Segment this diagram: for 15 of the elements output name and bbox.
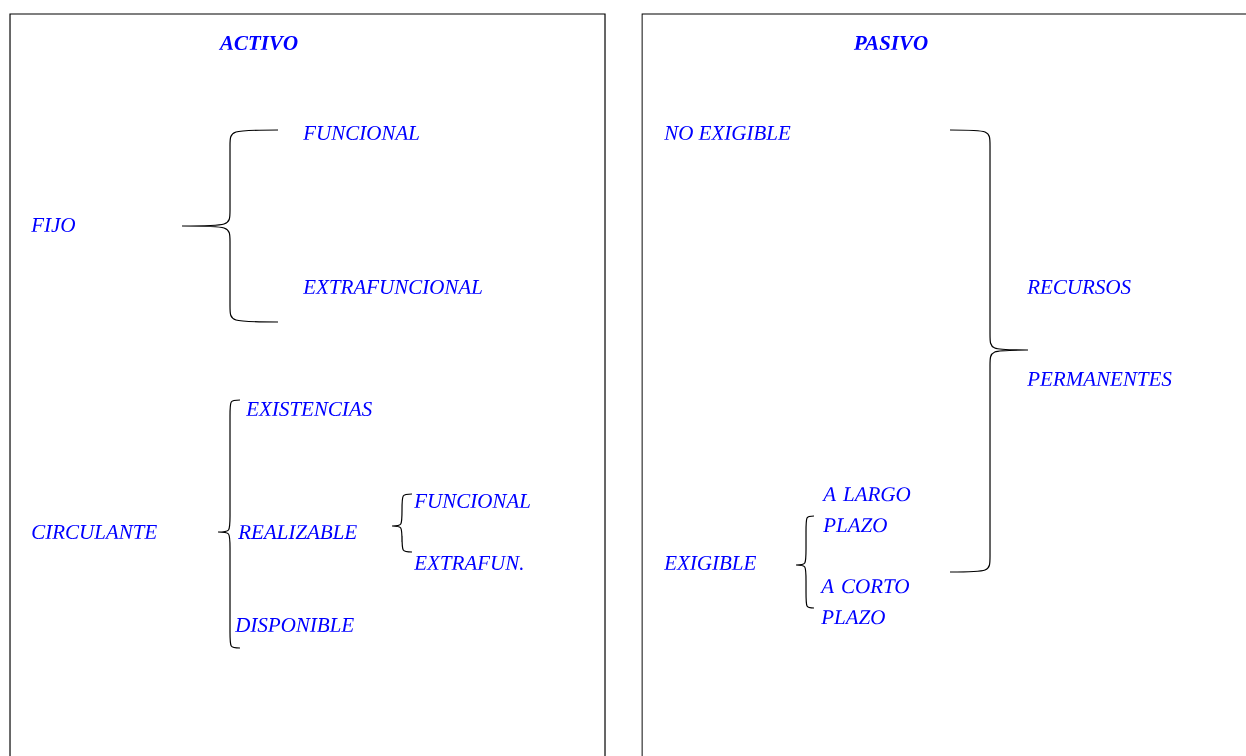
label: EXISTENCIAS — [245, 401, 372, 417]
label: REALIZABLE — [238, 525, 357, 539]
label: PERMANENTES — [1027, 371, 1172, 387]
label: RECURSOS — [1027, 279, 1131, 295]
label: EXTRAFUN. — [413, 555, 523, 571]
label: CIRCULANTE — [32, 524, 157, 540]
label: A LARGO PLAZO — [822, 487, 911, 533]
label: EXTRAFUNCIONAL — [302, 279, 482, 295]
label: A CORTO PLAZO — [820, 579, 910, 625]
label: DISPONIBLE — [234, 617, 354, 633]
label: EXIGIBLE — [663, 555, 756, 571]
label: FIJO — [31, 217, 76, 233]
label: FUNCIONAL — [414, 493, 530, 509]
label: FUNCIONAL — [303, 125, 419, 141]
label: NO EXIGIBLE — [664, 125, 791, 141]
